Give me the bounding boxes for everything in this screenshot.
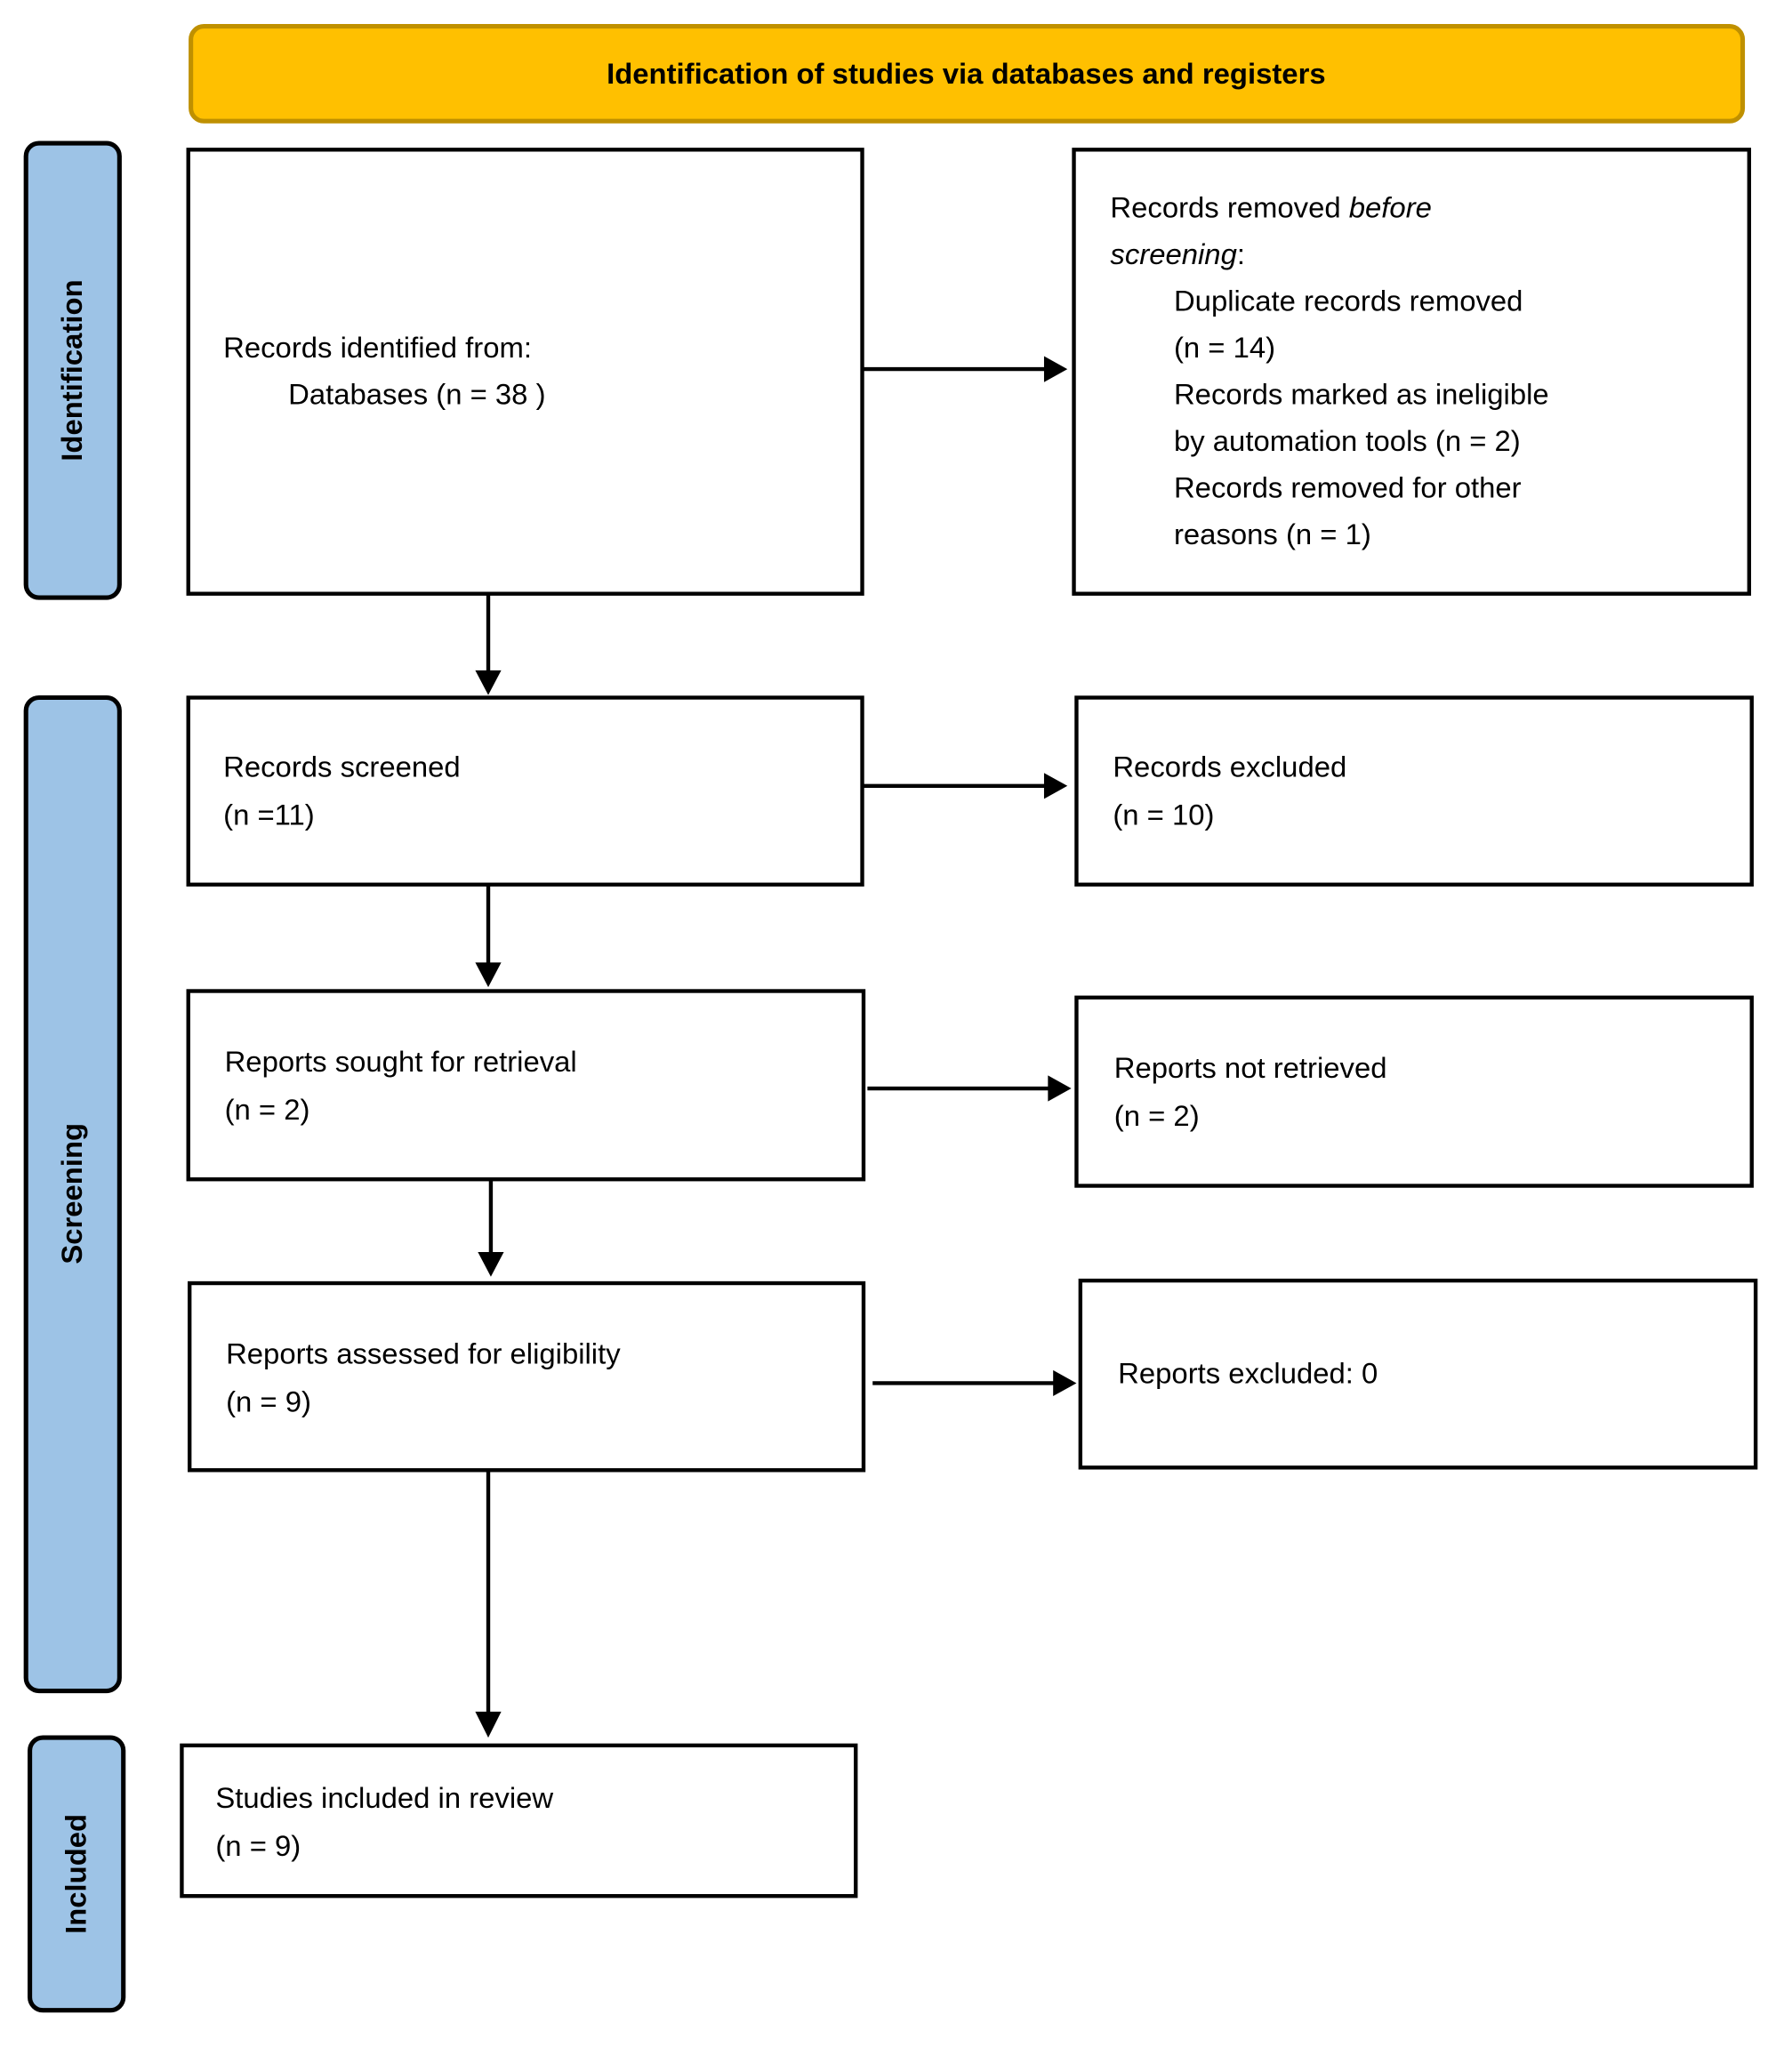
box-text: Databases (n = 38 ) bbox=[288, 377, 545, 410]
box-studies-included: Studies included in review (n = 9) bbox=[180, 1743, 858, 1898]
phase-screening-label: Screening bbox=[55, 1123, 88, 1264]
arrow-down bbox=[475, 1470, 502, 1738]
box-text: by automation tools (n = 2) bbox=[1174, 424, 1521, 457]
box-text: (n = 10) bbox=[1113, 799, 1214, 831]
box-text: Records removed before bbox=[1110, 190, 1431, 223]
arrow-down bbox=[475, 593, 502, 695]
box-records-identified: Records identified from: Databases (n = … bbox=[186, 148, 864, 596]
box-text: (n = 9) bbox=[215, 1829, 301, 1862]
box-text: (n =11) bbox=[223, 799, 315, 831]
box-text: (n = 2) bbox=[225, 1093, 310, 1126]
box-text: (n = 2) bbox=[1114, 1099, 1200, 1132]
arrow-down bbox=[478, 1179, 504, 1277]
arrow-right bbox=[862, 356, 1068, 382]
box-text: (n = 9) bbox=[226, 1385, 311, 1417]
box-reports-assessed: Reports assessed for eligibility (n = 9) bbox=[187, 1280, 866, 1473]
phase-screening: Screening bbox=[23, 694, 122, 1694]
box-reports-not-retrieved: Reports not retrieved (n = 2) bbox=[1074, 995, 1754, 1188]
box-text: Records identified from: bbox=[223, 331, 532, 364]
box-text: reasons (n = 1) bbox=[1174, 518, 1371, 550]
header-banner: Identification of studies via databases … bbox=[189, 24, 1746, 124]
arrow-down bbox=[475, 884, 502, 988]
header-title: Identification of studies via databases … bbox=[607, 57, 1326, 90]
box-reports-sought: Reports sought for retrieval (n = 2) bbox=[186, 989, 866, 1182]
phase-included: Included bbox=[28, 1735, 126, 2013]
phase-identification-label: Identification bbox=[55, 279, 88, 461]
box-text: Reports excluded: 0 bbox=[1118, 1356, 1378, 1389]
box-text: (n = 14) bbox=[1174, 331, 1275, 364]
box-text: Studies included in review bbox=[215, 1781, 553, 1814]
box-text: Reports not retrieved bbox=[1114, 1051, 1387, 1084]
arrow-right bbox=[862, 773, 1068, 799]
arrow-right bbox=[872, 1369, 1077, 1397]
box-records-excluded: Records excluded (n = 10) bbox=[1074, 695, 1754, 887]
box-records-removed: Records removed before screening: Duplic… bbox=[1072, 148, 1752, 596]
box-text: Reports sought for retrieval bbox=[225, 1045, 577, 1078]
phase-identification: Identification bbox=[23, 140, 122, 600]
box-records-screened: Records screened (n =11) bbox=[186, 695, 864, 887]
box-reports-excluded: Reports excluded: 0 bbox=[1078, 1278, 1758, 1470]
arrow-right bbox=[867, 1075, 1072, 1102]
phase-included-label: Included bbox=[59, 1814, 92, 1934]
box-text: screening: bbox=[1110, 237, 1245, 270]
box-text: Duplicate records removed bbox=[1174, 284, 1523, 317]
box-text: Records excluded bbox=[1113, 750, 1346, 783]
box-text: Records marked as ineligible bbox=[1174, 377, 1549, 410]
box-text: Reports assessed for eligibility bbox=[226, 1337, 621, 1369]
box-text: Records removed for other bbox=[1174, 471, 1522, 504]
box-text: Records screened bbox=[223, 750, 461, 783]
